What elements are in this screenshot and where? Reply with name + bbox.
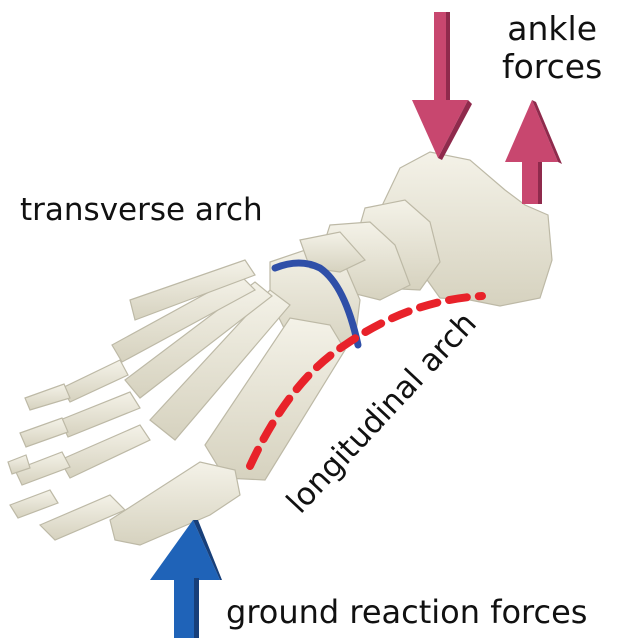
toe-bones bbox=[7, 359, 241, 546]
transverse-arch-line bbox=[271, 259, 362, 349]
ankle-forces-label: ankle forces bbox=[502, 10, 602, 86]
ground-reaction-forces-label: ground reaction forces bbox=[226, 593, 588, 631]
ankle-force-down-arrow-icon bbox=[412, 12, 472, 160]
ankle-forces-label-line1: ankle bbox=[507, 9, 597, 48]
transverse-arch-label: transverse arch bbox=[20, 192, 263, 228]
ankle-forces-label-line2: forces bbox=[502, 47, 603, 86]
metatarsal-bones bbox=[111, 259, 346, 481]
ankle-force-up-arrow-icon bbox=[505, 100, 562, 204]
longitudinal-arch-line bbox=[246, 292, 486, 470]
ground-reaction-arrow-icon bbox=[150, 520, 222, 638]
